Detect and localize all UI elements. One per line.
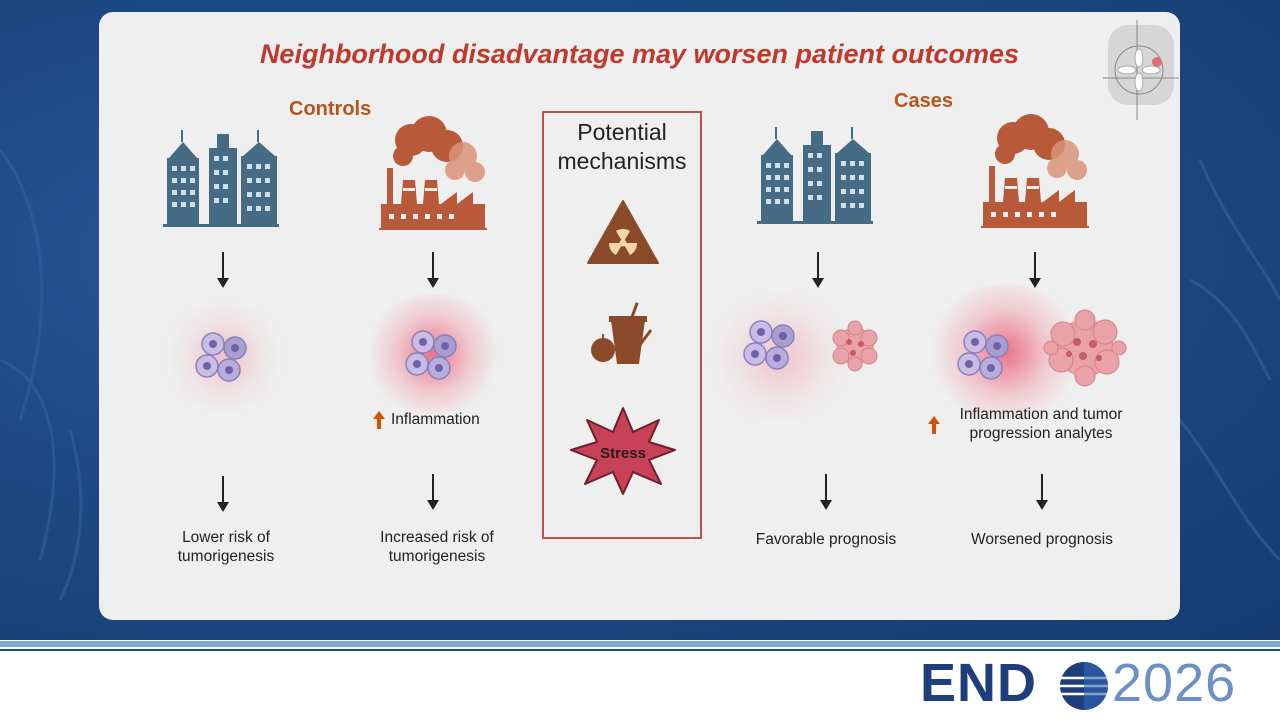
breast-logo-icon [1103, 20, 1179, 120]
controls-label: Controls [289, 98, 372, 120]
outcome-controls-high: Increased risk of tumorigenesis [349, 528, 525, 566]
city-buildings-icon [163, 130, 279, 227]
outcome-cases-favorable: Favorable prognosis [755, 531, 897, 548]
cases-inflammation-line2: progression analytes [969, 425, 1113, 442]
up-arrow-icon [928, 416, 940, 434]
endo-logo: END 2026 [920, 653, 1270, 714]
globe-icon [1060, 662, 1108, 710]
inflammation-label: Inflammation [391, 411, 480, 428]
immune-cells-icon [195, 332, 247, 382]
logo-year: 2026 [1112, 653, 1237, 713]
footer-band [0, 641, 1280, 647]
immune-cells-icon [405, 330, 457, 380]
outcome-controls-low: Lower risk of tumorigenesis [143, 528, 309, 566]
down-arrow-icon [427, 474, 439, 510]
down-arrow-icon [427, 252, 439, 288]
down-arrow-icon [820, 474, 832, 510]
food-drink-icon [591, 302, 653, 364]
slide-title: Neighborhood disadvantage may worsen pat… [259, 39, 1020, 69]
outcome-cases-worsened: Worsened prognosis [971, 531, 1113, 548]
cases-label: Cases [894, 90, 953, 112]
outcome-line2: tumorigenesis [177, 548, 275, 565]
down-arrow-icon [217, 252, 229, 288]
background-vein-pattern [0, 149, 1280, 601]
immune-cells-icon [957, 330, 1009, 380]
mechanisms-title-line2: mechanisms [557, 148, 687, 174]
tumor-cluster-icon [1043, 309, 1127, 387]
down-arrow-icon [217, 476, 229, 512]
stress-burst-icon: Stress [570, 407, 676, 495]
outcome-line1: Increased risk of [380, 529, 494, 546]
city-buildings-icon [757, 127, 873, 224]
footer-band-thin [0, 649, 1280, 651]
tumor-cluster-icon [832, 320, 878, 372]
immune-cells-icon [743, 320, 795, 370]
down-arrow-icon [1029, 252, 1041, 288]
inflammation-haze [361, 294, 505, 414]
mechanisms-title-line1: Potential [577, 119, 667, 145]
factory-pollution-icon [981, 114, 1089, 228]
content-card: Neighborhood disadvantage may worsen pat… [99, 12, 1180, 620]
down-arrow-icon [812, 252, 824, 288]
down-arrow-icon [1036, 474, 1048, 510]
stress-label: Stress [600, 445, 646, 462]
outcome-line1: Lower risk of [182, 529, 270, 546]
mechanisms-box [542, 111, 702, 539]
factory-pollution-icon [379, 116, 487, 230]
mechanisms-title: Potential mechanisms [542, 118, 702, 176]
inflammation-haze [159, 302, 289, 412]
cases-inflammation-line1: Inflammation and tumor [959, 406, 1123, 423]
outcome-line2: tumorigenesis [388, 548, 486, 565]
radiation-hazard-icon [587, 200, 659, 264]
cases-inflammation-label: Inflammation and tumor progression analy… [941, 405, 1141, 443]
logo-brand: END [920, 653, 1038, 713]
up-arrow-icon [373, 411, 385, 429]
